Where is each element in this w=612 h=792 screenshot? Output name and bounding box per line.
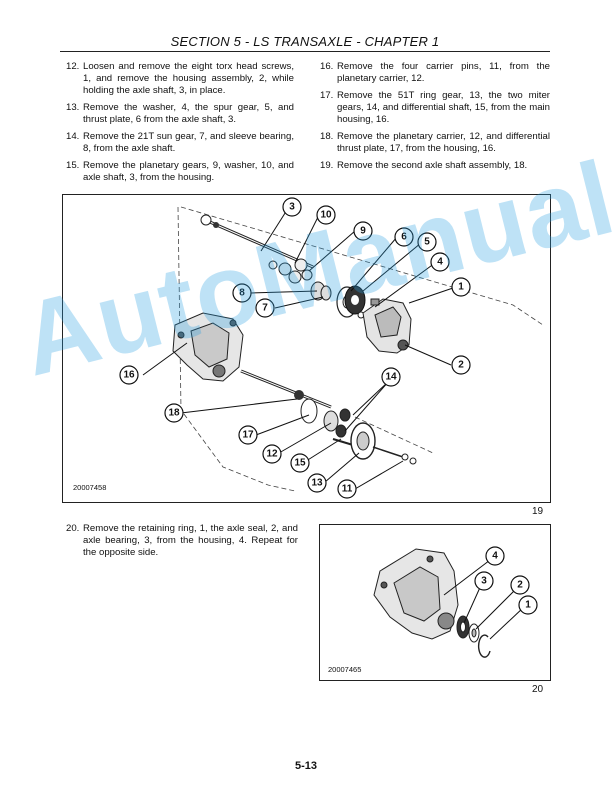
steps-lower-column: 20.Remove the retaining ring, 1, the axl… bbox=[66, 523, 298, 564]
svg-text:1: 1 bbox=[525, 600, 531, 611]
step-18: 18.Remove the planetary carrier, 12, and… bbox=[320, 131, 550, 154]
callout-9: 9 bbox=[353, 221, 373, 241]
step-14: 14.Remove the 21T sun gear, 7, and sleev… bbox=[66, 131, 294, 154]
callout-8: 8 bbox=[232, 283, 252, 303]
callout-18: 18 bbox=[164, 403, 184, 423]
step-12: 12.Loosen and remove the eight torx head… bbox=[66, 61, 294, 96]
step-20: 20.Remove the retaining ring, 1, the axl… bbox=[66, 523, 298, 558]
housing-assembly-upper bbox=[362, 298, 412, 354]
lower-axle-shaft bbox=[240, 369, 332, 409]
figure-id: 20007465 bbox=[328, 665, 362, 674]
callout-14: 14 bbox=[381, 367, 401, 387]
svg-text:16: 16 bbox=[123, 370, 135, 381]
svg-text:15: 15 bbox=[294, 458, 306, 469]
housing-seal-drawing: 4 3 2 1 bbox=[373, 546, 538, 658]
exploded-view-figure: 3 10 9 6 5 4 1 8 7 2 16 14 18 17 12 15 1… bbox=[62, 194, 551, 503]
callout-15: 15 bbox=[290, 453, 310, 473]
svg-text:2: 2 bbox=[517, 580, 523, 591]
header-rule bbox=[60, 51, 550, 52]
callout-10: 10 bbox=[316, 205, 336, 225]
svg-text:2: 2 bbox=[458, 360, 464, 371]
step-19: 19.Remove the second axle shaft assembly… bbox=[320, 160, 528, 171]
callout-6: 6 bbox=[394, 227, 414, 247]
small-leader-lines bbox=[443, 556, 525, 640]
svg-text:6: 6 bbox=[401, 232, 407, 243]
upper-axle-shaft bbox=[200, 214, 314, 269]
planetary-gears bbox=[268, 258, 313, 284]
callout-2: 2 bbox=[510, 575, 530, 595]
dashed-outline bbox=[177, 206, 544, 492]
bearing-seal-ring bbox=[456, 615, 491, 658]
svg-text:1: 1 bbox=[458, 282, 464, 293]
callout-4: 4 bbox=[430, 252, 450, 272]
callout-3: 3 bbox=[282, 197, 302, 217]
svg-text:17: 17 bbox=[242, 430, 254, 441]
callout-11: 11 bbox=[337, 479, 357, 499]
callout-13: 13 bbox=[307, 473, 327, 493]
housing-seal-figure: 4 3 2 1 20007465 bbox=[319, 524, 551, 681]
svg-text:14: 14 bbox=[385, 372, 397, 383]
svg-text:4: 4 bbox=[437, 257, 443, 268]
page-number: 5-13 bbox=[294, 760, 318, 772]
steps-left-column: 12.Loosen and remove the eight torx head… bbox=[66, 61, 294, 189]
callout-1: 1 bbox=[518, 595, 538, 615]
svg-text:4: 4 bbox=[492, 551, 498, 562]
callout-7: 7 bbox=[255, 298, 275, 318]
callout-4: 4 bbox=[485, 546, 505, 566]
steps-right-column: 16.Remove the four carrier pins, 11, fro… bbox=[320, 61, 550, 177]
callout-12: 12 bbox=[262, 444, 282, 464]
main-housing bbox=[172, 312, 244, 382]
figure-id: 20007458 bbox=[73, 483, 107, 492]
callout-2: 2 bbox=[451, 355, 471, 375]
callout-3: 3 bbox=[474, 571, 494, 591]
callout-1: 1 bbox=[451, 277, 471, 297]
svg-text:9: 9 bbox=[360, 226, 366, 237]
svg-text:7: 7 bbox=[262, 303, 268, 314]
callout-5: 5 bbox=[417, 232, 437, 252]
leader-lines bbox=[142, 209, 454, 490]
spur-gear-and-thrust-plate bbox=[336, 285, 366, 319]
svg-text:3: 3 bbox=[481, 576, 487, 587]
step-13: 13.Remove the washer, 4, the spur gear, … bbox=[66, 102, 294, 125]
svg-text:11: 11 bbox=[342, 484, 353, 495]
exploded-view-drawing bbox=[172, 206, 544, 492]
svg-text:3: 3 bbox=[289, 202, 295, 213]
svg-text:5: 5 bbox=[424, 237, 430, 248]
step-15: 15.Remove the planetary gears, 9, washer… bbox=[66, 160, 294, 183]
svg-text:18: 18 bbox=[168, 408, 180, 419]
figure-number: 19 bbox=[532, 506, 544, 517]
svg-text:8: 8 bbox=[239, 288, 245, 299]
step-16: 16.Remove the four carrier pins, 11, fro… bbox=[320, 61, 550, 84]
figure19-callouts: 3 10 9 6 5 4 1 8 7 2 16 14 18 17 12 15 1… bbox=[119, 197, 471, 499]
step-17: 17.Remove the 51T ring gear, 13, the two… bbox=[320, 90, 550, 125]
callout-16: 16 bbox=[119, 365, 139, 385]
housing bbox=[373, 548, 459, 640]
sun-gear-and-bearing bbox=[310, 281, 332, 301]
svg-text:13: 13 bbox=[311, 478, 323, 489]
svg-text:10: 10 bbox=[320, 210, 332, 221]
section-header: SECTION 5 - LS TRANSAXLE - CHAPTER 1 bbox=[170, 34, 440, 49]
callout-17: 17 bbox=[238, 425, 258, 445]
figure-number: 20 bbox=[532, 684, 544, 695]
svg-text:12: 12 bbox=[266, 449, 278, 460]
